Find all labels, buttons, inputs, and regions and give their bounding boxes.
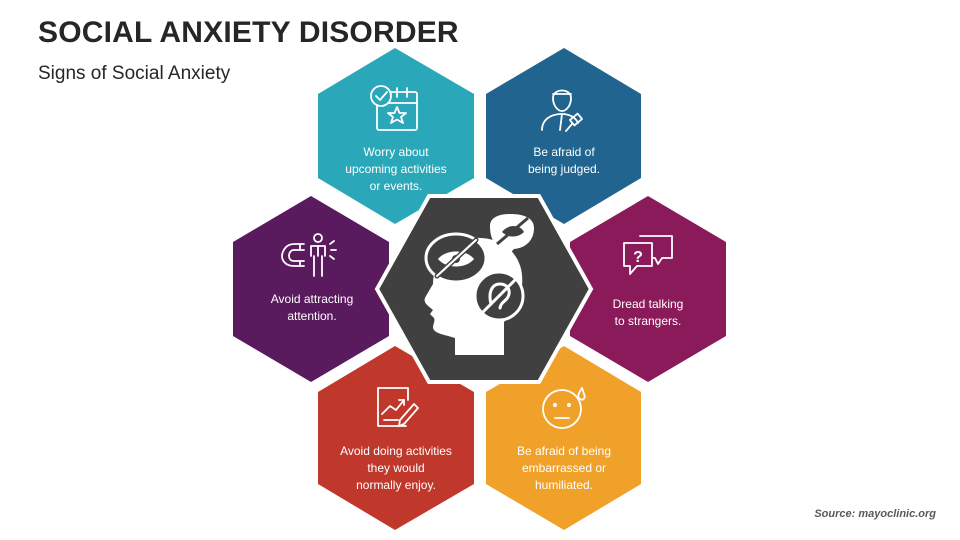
calendar-icon	[370, 85, 418, 131]
hex-avoid-activities-line-1: Avoid doing activities	[340, 444, 452, 458]
svg-text:?: ?	[633, 249, 643, 266]
hex-judged-shape	[486, 48, 641, 224]
judge-person-icon	[541, 89, 583, 132]
hex-avoid-attention-shape	[233, 196, 389, 382]
page-title: SOCIAL ANXIETY DISORDER	[38, 16, 459, 49]
hex-talking-line-1: Dread talking	[613, 297, 684, 311]
page-subtitle: Signs of Social Anxiety	[38, 63, 231, 84]
hex-avoid-activities-shape	[318, 346, 474, 530]
hex-avoid-activities-line-3: normally enjoy.	[356, 478, 436, 492]
hex-embarrassed-line-1: Be afraid of being	[517, 444, 611, 458]
hex-talking-shape	[570, 196, 726, 382]
hex-center	[374, 194, 594, 384]
hex-judged-line-2: being judged.	[528, 162, 600, 176]
hex-worry: Worry about upcoming activities or event…	[318, 48, 474, 224]
hex-avoid-attention: Avoid attracting attention.	[233, 196, 389, 382]
hex-worry-line-3: or events.	[370, 179, 423, 193]
hex-judged-line-1: Be afraid of	[533, 145, 595, 159]
question-chat-icon: ?	[623, 235, 673, 275]
hex-talking: ? Dread talking to strangers.	[570, 196, 726, 382]
hex-avoid-attention-line-1: Avoid attracting	[271, 292, 354, 306]
hex-worry-line-1: Worry about	[363, 145, 429, 159]
hex-worry-shape	[318, 48, 474, 224]
hex-worry-line-2: upcoming activities	[345, 162, 446, 176]
magnet-person-icon	[281, 233, 337, 277]
chart-pencil-icon	[377, 387, 419, 427]
hex-talking-line-2: to strangers.	[615, 314, 682, 328]
hex-avoid-activities-line-2: they would	[367, 461, 424, 475]
sweating-face-icon	[542, 387, 586, 429]
hex-judged: Be afraid of being judged.	[486, 48, 641, 224]
hex-embarrassed-line-3: humiliated.	[535, 478, 593, 492]
head-no-eye-no-talk-no-listen-icon	[424, 214, 534, 355]
hex-avoid-activities: Avoid doing activities they would normal…	[318, 346, 474, 530]
hex-embarrassed-line-2: embarrassed or	[522, 461, 606, 475]
hex-embarrassed-shape	[486, 346, 641, 530]
source-note: Source: mayoclinic.org	[814, 508, 936, 520]
hex-embarrassed: Be afraid of being embarrassed or humili…	[486, 346, 641, 530]
hex-avoid-attention-line-2: attention.	[287, 309, 336, 323]
